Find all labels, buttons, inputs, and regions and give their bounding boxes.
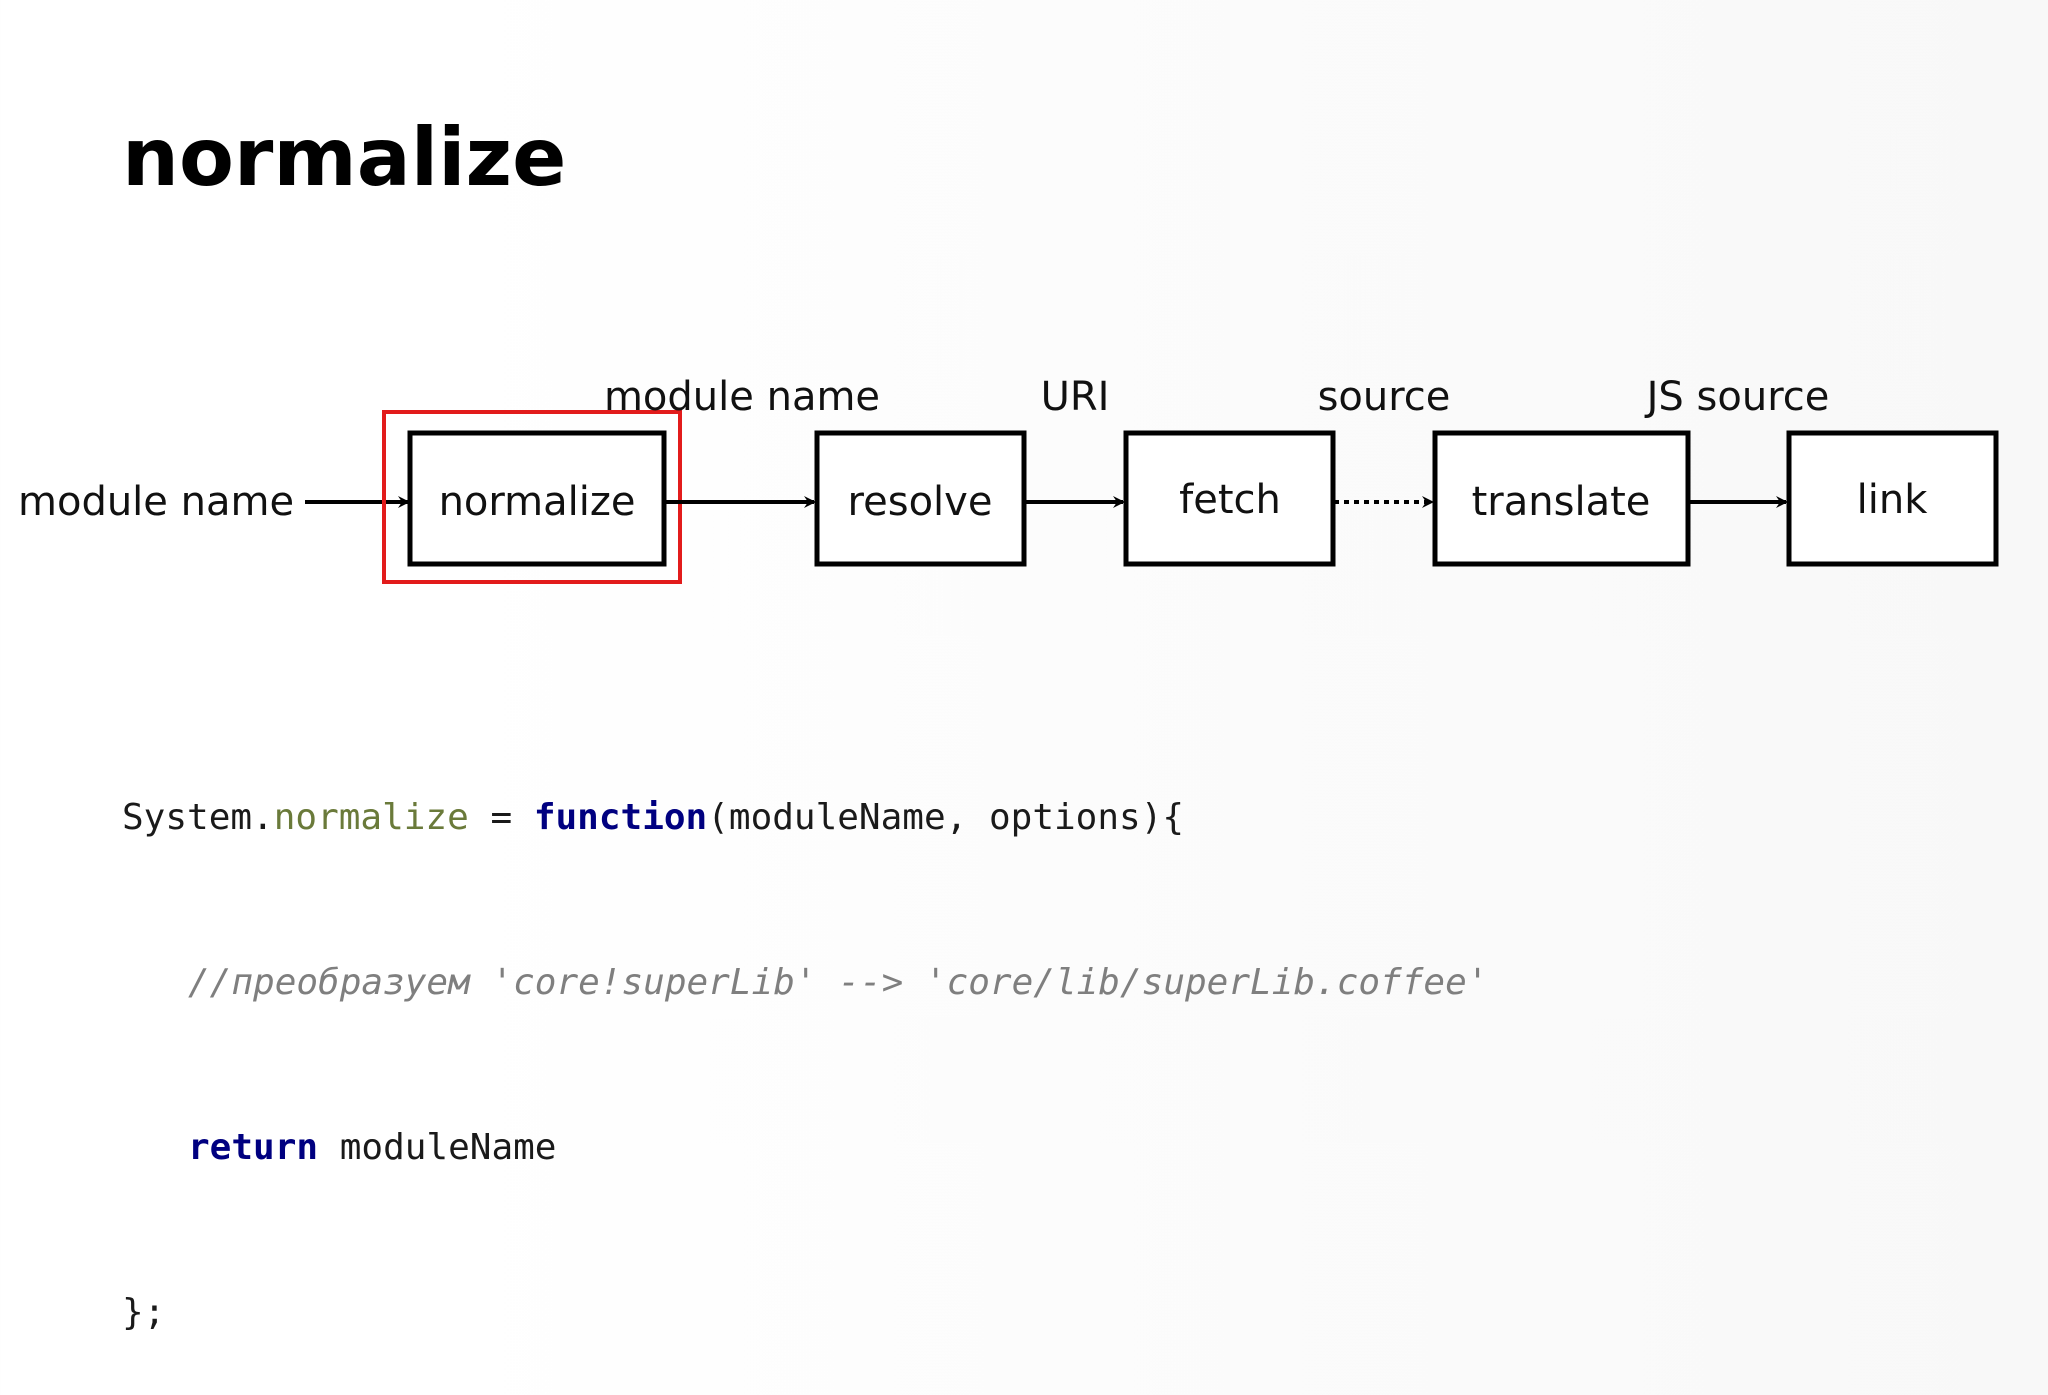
code-comment: //преобразуем 'core!superLib' --> 'core/… [188, 962, 1489, 1003]
slide-title: normalize [122, 111, 567, 204]
stage-box-normalize [407, 430, 667, 567]
code-snippet: System.normalize = function(moduleName, … [122, 680, 1488, 1395]
stage-box-fetch [1123, 430, 1336, 567]
stage-label-link: link [1857, 477, 1929, 523]
edge-label-uri: URI [1041, 374, 1110, 420]
edge-label-source: source [1318, 374, 1451, 420]
stage-label-normalize: normalize [439, 479, 636, 525]
input-label: module name [18, 479, 294, 525]
code-method: normalize [273, 797, 469, 838]
stage-label-resolve: resolve [848, 479, 993, 525]
stage-box-link [1786, 430, 1999, 567]
edge-label-module-name: module name [604, 374, 880, 420]
edge-label-js-source: JS source [1644, 374, 1830, 420]
code-closing: }; [122, 1292, 166, 1333]
highlight-frame [382, 410, 682, 584]
stage-box-translate [1432, 430, 1691, 567]
stage-box-resolve [814, 430, 1027, 567]
stage-label-translate: translate [1472, 479, 1651, 525]
code-keyword-return: return [188, 1127, 319, 1168]
code-line-3: return moduleName [122, 1120, 1488, 1175]
code-assign: = [468, 797, 534, 838]
pipeline-diagram: module name normalize module name resolv… [18, 374, 1999, 584]
code-keyword-function: function [533, 797, 708, 838]
code-return-value: moduleName [318, 1127, 557, 1168]
code-object: System. [122, 797, 274, 838]
code-line-4: }; [122, 1285, 1488, 1340]
code-line-2: //преобразуем 'core!superLib' --> 'core/… [122, 955, 1488, 1010]
stage-label-fetch: fetch [1179, 477, 1281, 523]
code-params: (moduleName, options){ [707, 797, 1185, 838]
code-line-1: System.normalize = function(moduleName, … [122, 790, 1488, 845]
